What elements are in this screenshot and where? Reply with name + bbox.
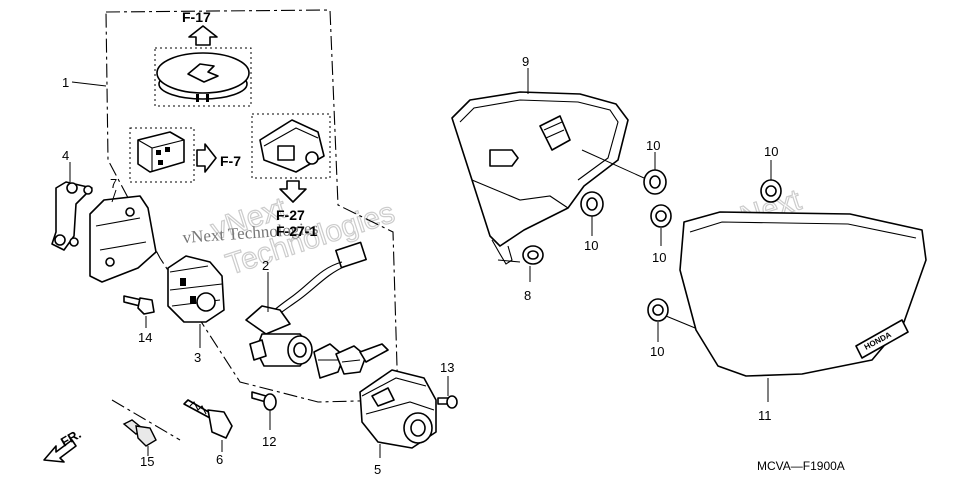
part-13-bolt	[437, 395, 458, 409]
ref-f27: F-27	[276, 207, 305, 223]
arrow-right-icon	[196, 143, 217, 173]
part-4-bracket	[51, 181, 93, 251]
seat-lock-group: F-7	[129, 113, 331, 183]
part-12-screw	[251, 391, 277, 411]
fuel-cap	[154, 47, 252, 107]
ref-f17: F-17	[182, 9, 211, 25]
callout-4: 4	[62, 148, 69, 163]
front-label: FR.	[58, 426, 84, 449]
arrow-down-icon	[279, 180, 307, 203]
seat-lock-frame-right	[251, 113, 331, 179]
leader-1	[71, 81, 107, 87]
part-10-grommet-b	[580, 191, 604, 217]
honda-badge	[855, 319, 909, 359]
callout-2: 2	[262, 258, 269, 273]
part-10-grommet-c	[650, 204, 672, 228]
part-10-grommet-d	[760, 179, 782, 203]
callout-15: 15	[140, 454, 154, 469]
part-6-key	[183, 399, 233, 439]
callout-14: 14	[138, 330, 152, 345]
callout-11: 11	[758, 408, 772, 423]
part-3-lock-body	[167, 255, 225, 323]
arrow-up-icon	[188, 25, 218, 46]
part-7-plate	[89, 195, 157, 283]
callout-7: 7	[110, 176, 117, 191]
seat-lock-frame-left	[129, 127, 195, 183]
callout-8: 8	[524, 288, 531, 303]
callout-10d: 10	[764, 144, 778, 159]
callout-10a: 10	[646, 138, 660, 153]
part-15-key-blank	[122, 419, 157, 447]
callout-1: 1	[62, 75, 69, 90]
callout-12: 12	[262, 434, 276, 449]
diagram-code: MCVA—F1900A	[757, 459, 845, 473]
callout-10e: 10	[650, 344, 664, 359]
part-8-grommet	[522, 245, 544, 265]
callout-9: 9	[522, 54, 529, 69]
part-10-grommet-e	[647, 298, 701, 331]
fuel-cap-frame	[154, 47, 252, 107]
ref-f27-1: F-27-1	[276, 223, 317, 239]
callout-10c: 10	[652, 250, 666, 265]
part-2-ignition-switch	[245, 241, 389, 379]
part-11-right-side-cover: HONDA	[679, 211, 927, 377]
part-5-switch-housing	[359, 369, 437, 449]
ref-f7: F-7	[220, 153, 241, 169]
callout-3: 3	[194, 350, 201, 365]
part-14-bolt	[123, 295, 155, 315]
callout-10b: 10	[584, 238, 598, 253]
callout-6: 6	[216, 452, 223, 467]
callout-5: 5	[374, 462, 381, 477]
kit-15-line	[111, 399, 181, 441]
leader-7	[111, 189, 117, 203]
part-9-left-side-cover	[451, 91, 629, 265]
part-10-grommet-a	[581, 149, 667, 195]
front-direction-arrow: FR.	[43, 426, 84, 463]
callout-13: 13	[440, 360, 454, 375]
